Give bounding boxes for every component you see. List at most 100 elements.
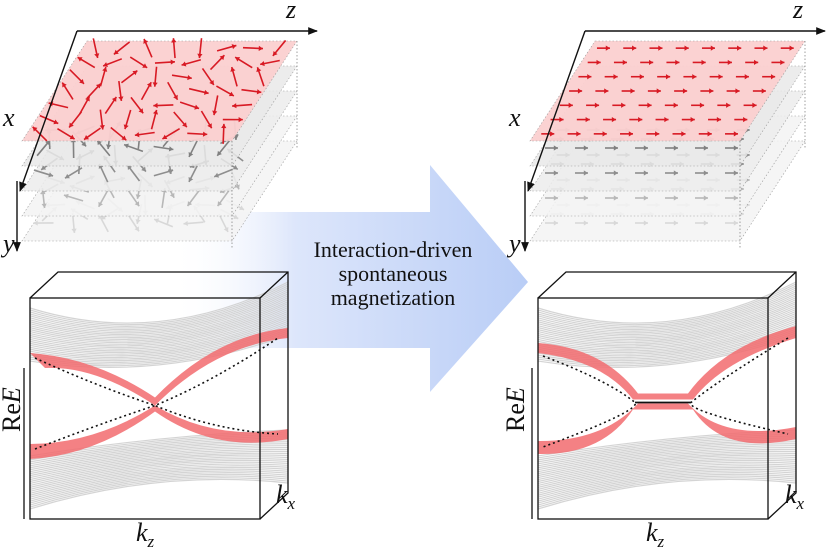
gray-band-line xyxy=(29,456,289,485)
red-band-upper xyxy=(538,326,796,400)
spin-arrow-head xyxy=(62,82,67,88)
gray-band-line xyxy=(537,461,797,490)
gray-band-line xyxy=(537,445,797,473)
spin-arrow-head xyxy=(605,45,610,51)
gray-band-line xyxy=(29,466,289,496)
spin-arrow-head xyxy=(718,74,723,80)
gray-band-line xyxy=(537,458,797,487)
x-axis-label-right: x xyxy=(508,103,521,132)
spin-arrow-head xyxy=(111,96,117,102)
spin-arrow-head xyxy=(709,88,714,94)
spin-arrow-head xyxy=(550,131,555,137)
kz-label-left: kz xyxy=(136,518,155,549)
spin-arrow-head xyxy=(168,168,174,174)
gray-band-line xyxy=(537,293,797,334)
spin-arrow-head xyxy=(132,70,138,76)
spin-arrow-head xyxy=(613,145,618,151)
spin-arrow-head xyxy=(613,195,618,201)
spin-arrow-head xyxy=(272,50,278,56)
gray-band-line xyxy=(29,477,289,508)
gray-band-line xyxy=(29,305,289,344)
gray-band-line xyxy=(29,297,289,337)
right-band-plot xyxy=(531,271,797,520)
spin-arrow-head xyxy=(628,131,634,137)
red-band-lower xyxy=(30,405,288,459)
gray-band-line xyxy=(29,318,289,355)
spin-arrow-head xyxy=(587,74,592,80)
spin-arrow-head xyxy=(77,57,83,62)
spin-arrow-head xyxy=(154,218,160,224)
spin-arrow-head xyxy=(99,125,105,130)
spin-arrow-head xyxy=(743,116,748,123)
spin-arrow-head xyxy=(621,102,626,108)
spin-arrow-head xyxy=(258,45,263,51)
gray-band-line xyxy=(29,475,289,506)
spin-arrow-head xyxy=(643,145,648,151)
spin-arrow-head xyxy=(596,59,601,66)
spin-arrow-head xyxy=(780,59,785,66)
gray-band-line xyxy=(537,312,797,350)
spin-arrow-head xyxy=(553,220,558,226)
spin-arrow-head xyxy=(753,59,759,66)
spin-arrow-head xyxy=(214,172,220,178)
spin-arrow-head xyxy=(181,61,187,67)
spin-arrow-head xyxy=(79,78,84,84)
gray-band-line xyxy=(537,456,797,485)
caption-line-2: spontaneous xyxy=(338,261,448,286)
spin-arrow-head xyxy=(217,150,222,156)
spin-arrow-head xyxy=(228,91,234,97)
gray-band-line xyxy=(29,303,289,342)
spin-arrow-head xyxy=(568,102,573,108)
spin-arrow-head xyxy=(219,55,225,61)
spin-arrow-head xyxy=(260,60,265,67)
gray-band-line xyxy=(29,447,289,475)
gray-band-line xyxy=(537,452,797,481)
spin-arrow-head xyxy=(162,134,168,140)
spin-arrow-head xyxy=(221,123,227,129)
spin-arrow-head xyxy=(134,132,140,138)
gray-band-line xyxy=(537,314,797,352)
gray-band-line xyxy=(29,306,289,345)
gray-band-line xyxy=(537,450,797,479)
spin-arrow-head xyxy=(97,140,102,146)
spin-arrow-head xyxy=(585,116,590,123)
gray-band-line xyxy=(29,471,289,502)
spin-arrow-head xyxy=(613,170,618,176)
spin-arrow-head xyxy=(209,80,214,85)
spin-arrow-head xyxy=(64,173,70,179)
gray-band-line xyxy=(537,443,797,471)
gray-band-line xyxy=(29,465,289,494)
spin-arrow-head xyxy=(583,220,588,226)
spin-arrow-head xyxy=(643,170,648,176)
spin-arrow-head xyxy=(789,45,794,51)
spin-arrow-head xyxy=(84,135,89,140)
spin-arrow-head xyxy=(85,96,90,102)
spin-arrow-head xyxy=(238,117,243,123)
gray-band-line xyxy=(29,443,289,471)
spin-arrow-head xyxy=(594,102,600,108)
spin-arrow-head xyxy=(48,172,54,178)
right-spin-stack xyxy=(521,27,826,252)
gray-band-line xyxy=(537,305,797,344)
spin-arrow-head xyxy=(632,45,637,51)
spin-arrow-head xyxy=(655,131,660,137)
spin-arrow-head xyxy=(127,165,133,170)
spin-arrow-head xyxy=(681,131,686,137)
spin-arrow-head xyxy=(153,102,158,109)
gray-band-line xyxy=(537,289,797,331)
x-axis xyxy=(19,30,78,192)
spin-arrow-head xyxy=(735,88,740,94)
gray-band-line xyxy=(537,465,797,494)
spin-arrow-head xyxy=(630,88,635,94)
spin-arrow-head xyxy=(233,214,239,219)
gray-band-line xyxy=(29,468,289,498)
spin-arrow-head xyxy=(203,89,209,95)
gray-band-line xyxy=(29,308,289,347)
spin-arrow-head xyxy=(63,193,69,199)
spin-arrow-head xyxy=(182,122,187,128)
spin-arrow-head xyxy=(256,67,262,73)
spin-arrow-head xyxy=(124,143,129,149)
gray-band-line xyxy=(537,475,797,506)
y-axis-label-left: y xyxy=(0,229,15,258)
left-band-plot xyxy=(23,271,289,520)
